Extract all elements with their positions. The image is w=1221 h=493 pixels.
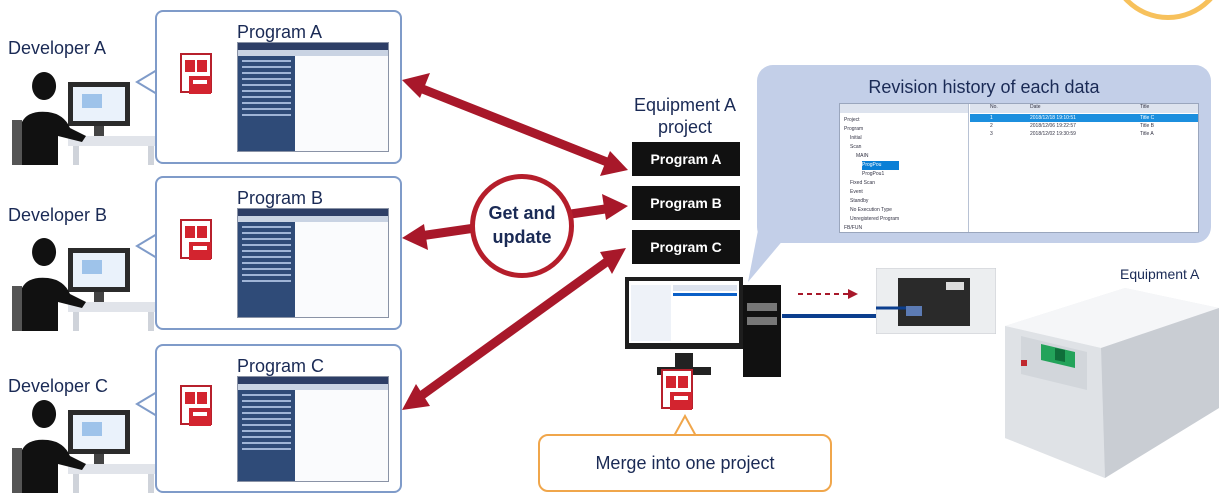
developer-b-label: Developer B	[8, 205, 108, 225]
project-title-line-1: Equipment A	[633, 95, 737, 115]
project-program-b: Program B	[632, 186, 740, 220]
developer-c-icon	[12, 400, 158, 493]
program-c-screenshot	[237, 376, 389, 482]
developer-b-icon	[12, 238, 158, 331]
tree-item[interactable]: ProgPou	[862, 161, 900, 170]
tree-item[interactable]: Standby	[850, 198, 869, 204]
program-file-icon	[180, 385, 212, 426]
cell-no: 2	[990, 123, 993, 129]
program-c-callout: Program C	[155, 344, 402, 493]
project-title: Equipment A project	[615, 94, 755, 138]
cell-date: 2018/12/02 19:30:59	[1030, 131, 1076, 137]
revision-history-title: Revision history of each data	[868, 77, 1100, 97]
program-b-callout: Program B	[155, 176, 402, 330]
cell-title: Title B	[1140, 123, 1154, 129]
tree-item[interactable]: Unregistered Program	[850, 216, 900, 222]
program-a-screenshot	[237, 42, 389, 152]
merged-file-icon	[661, 369, 693, 410]
project-program-c: Program C	[632, 230, 740, 264]
program-c-title: Program C	[237, 356, 325, 376]
tree-item[interactable]: Program	[844, 126, 864, 132]
plc-icon	[876, 268, 996, 334]
callout-tails	[135, 69, 158, 417]
equipment-label: Equipment A	[1120, 266, 1200, 282]
tree-item[interactable]: ProgPou1	[862, 171, 885, 177]
badge-line-1: Get and	[488, 203, 556, 223]
table-row[interactable]: 1 2018/12/18 19:10:51 Title C	[970, 114, 1198, 122]
bubble-tail	[748, 220, 800, 282]
tree-item[interactable]: Fixed Scan	[850, 180, 876, 186]
tree-toolbar	[840, 104, 968, 113]
tree-item[interactable]: FB/FUN	[844, 225, 863, 231]
history-header: No. Date Title	[970, 104, 1198, 113]
badge-line-2: update	[492, 227, 552, 247]
program-file-icon	[180, 219, 212, 260]
program-b-title: Program B	[237, 188, 324, 208]
program-a-callout: Program A	[155, 10, 402, 164]
get-and-update-badge: Get and update	[470, 174, 574, 278]
col-no: No.	[990, 104, 998, 110]
equipment-machine-icon	[1005, 288, 1219, 478]
project-title-line-2: project	[657, 117, 713, 137]
developer-c-label: Developer C	[8, 376, 109, 396]
program-file-icon	[180, 53, 212, 94]
tree-item[interactable]: Scan	[850, 144, 862, 150]
cell-title: Title C	[1140, 115, 1155, 121]
cell-no: 3	[990, 131, 993, 137]
project-program-a: Program A	[632, 142, 740, 176]
col-title: Title	[1140, 104, 1150, 110]
table-row[interactable]: 3 2018/12/02 19:30:59 Title A	[970, 130, 1198, 138]
tree-item[interactable]: Event	[850, 189, 863, 195]
tree-item[interactable]: Initial	[850, 135, 862, 141]
tree-item[interactable]: No Execution Type	[850, 207, 892, 213]
program-a-title: Program A	[237, 22, 323, 42]
col-date: Date	[1030, 104, 1041, 110]
table-row[interactable]: 2 2018/12/06 19:22:57 Title B	[970, 122, 1198, 130]
developer-a-icon	[12, 72, 158, 165]
developer-a-label: Developer A	[8, 38, 107, 58]
tree-item[interactable]: Project	[844, 117, 860, 123]
merge-into-one-project-callout: Merge into one project	[538, 434, 832, 492]
cell-date: 2018/12/06 19:22:57	[1030, 123, 1076, 129]
cell-date: 2018/12/18 19:10:51	[1030, 115, 1076, 121]
cell-no: 1	[990, 115, 993, 121]
program-b-screenshot	[237, 208, 389, 318]
cell-title: Title A	[1140, 131, 1154, 137]
tree-item[interactable]: MAIN	[856, 153, 869, 159]
pc-icon	[625, 277, 781, 377]
history-rows: 1 2018/12/18 19:10:51 Title C 2 2018/12/06 1…	[970, 114, 1198, 138]
